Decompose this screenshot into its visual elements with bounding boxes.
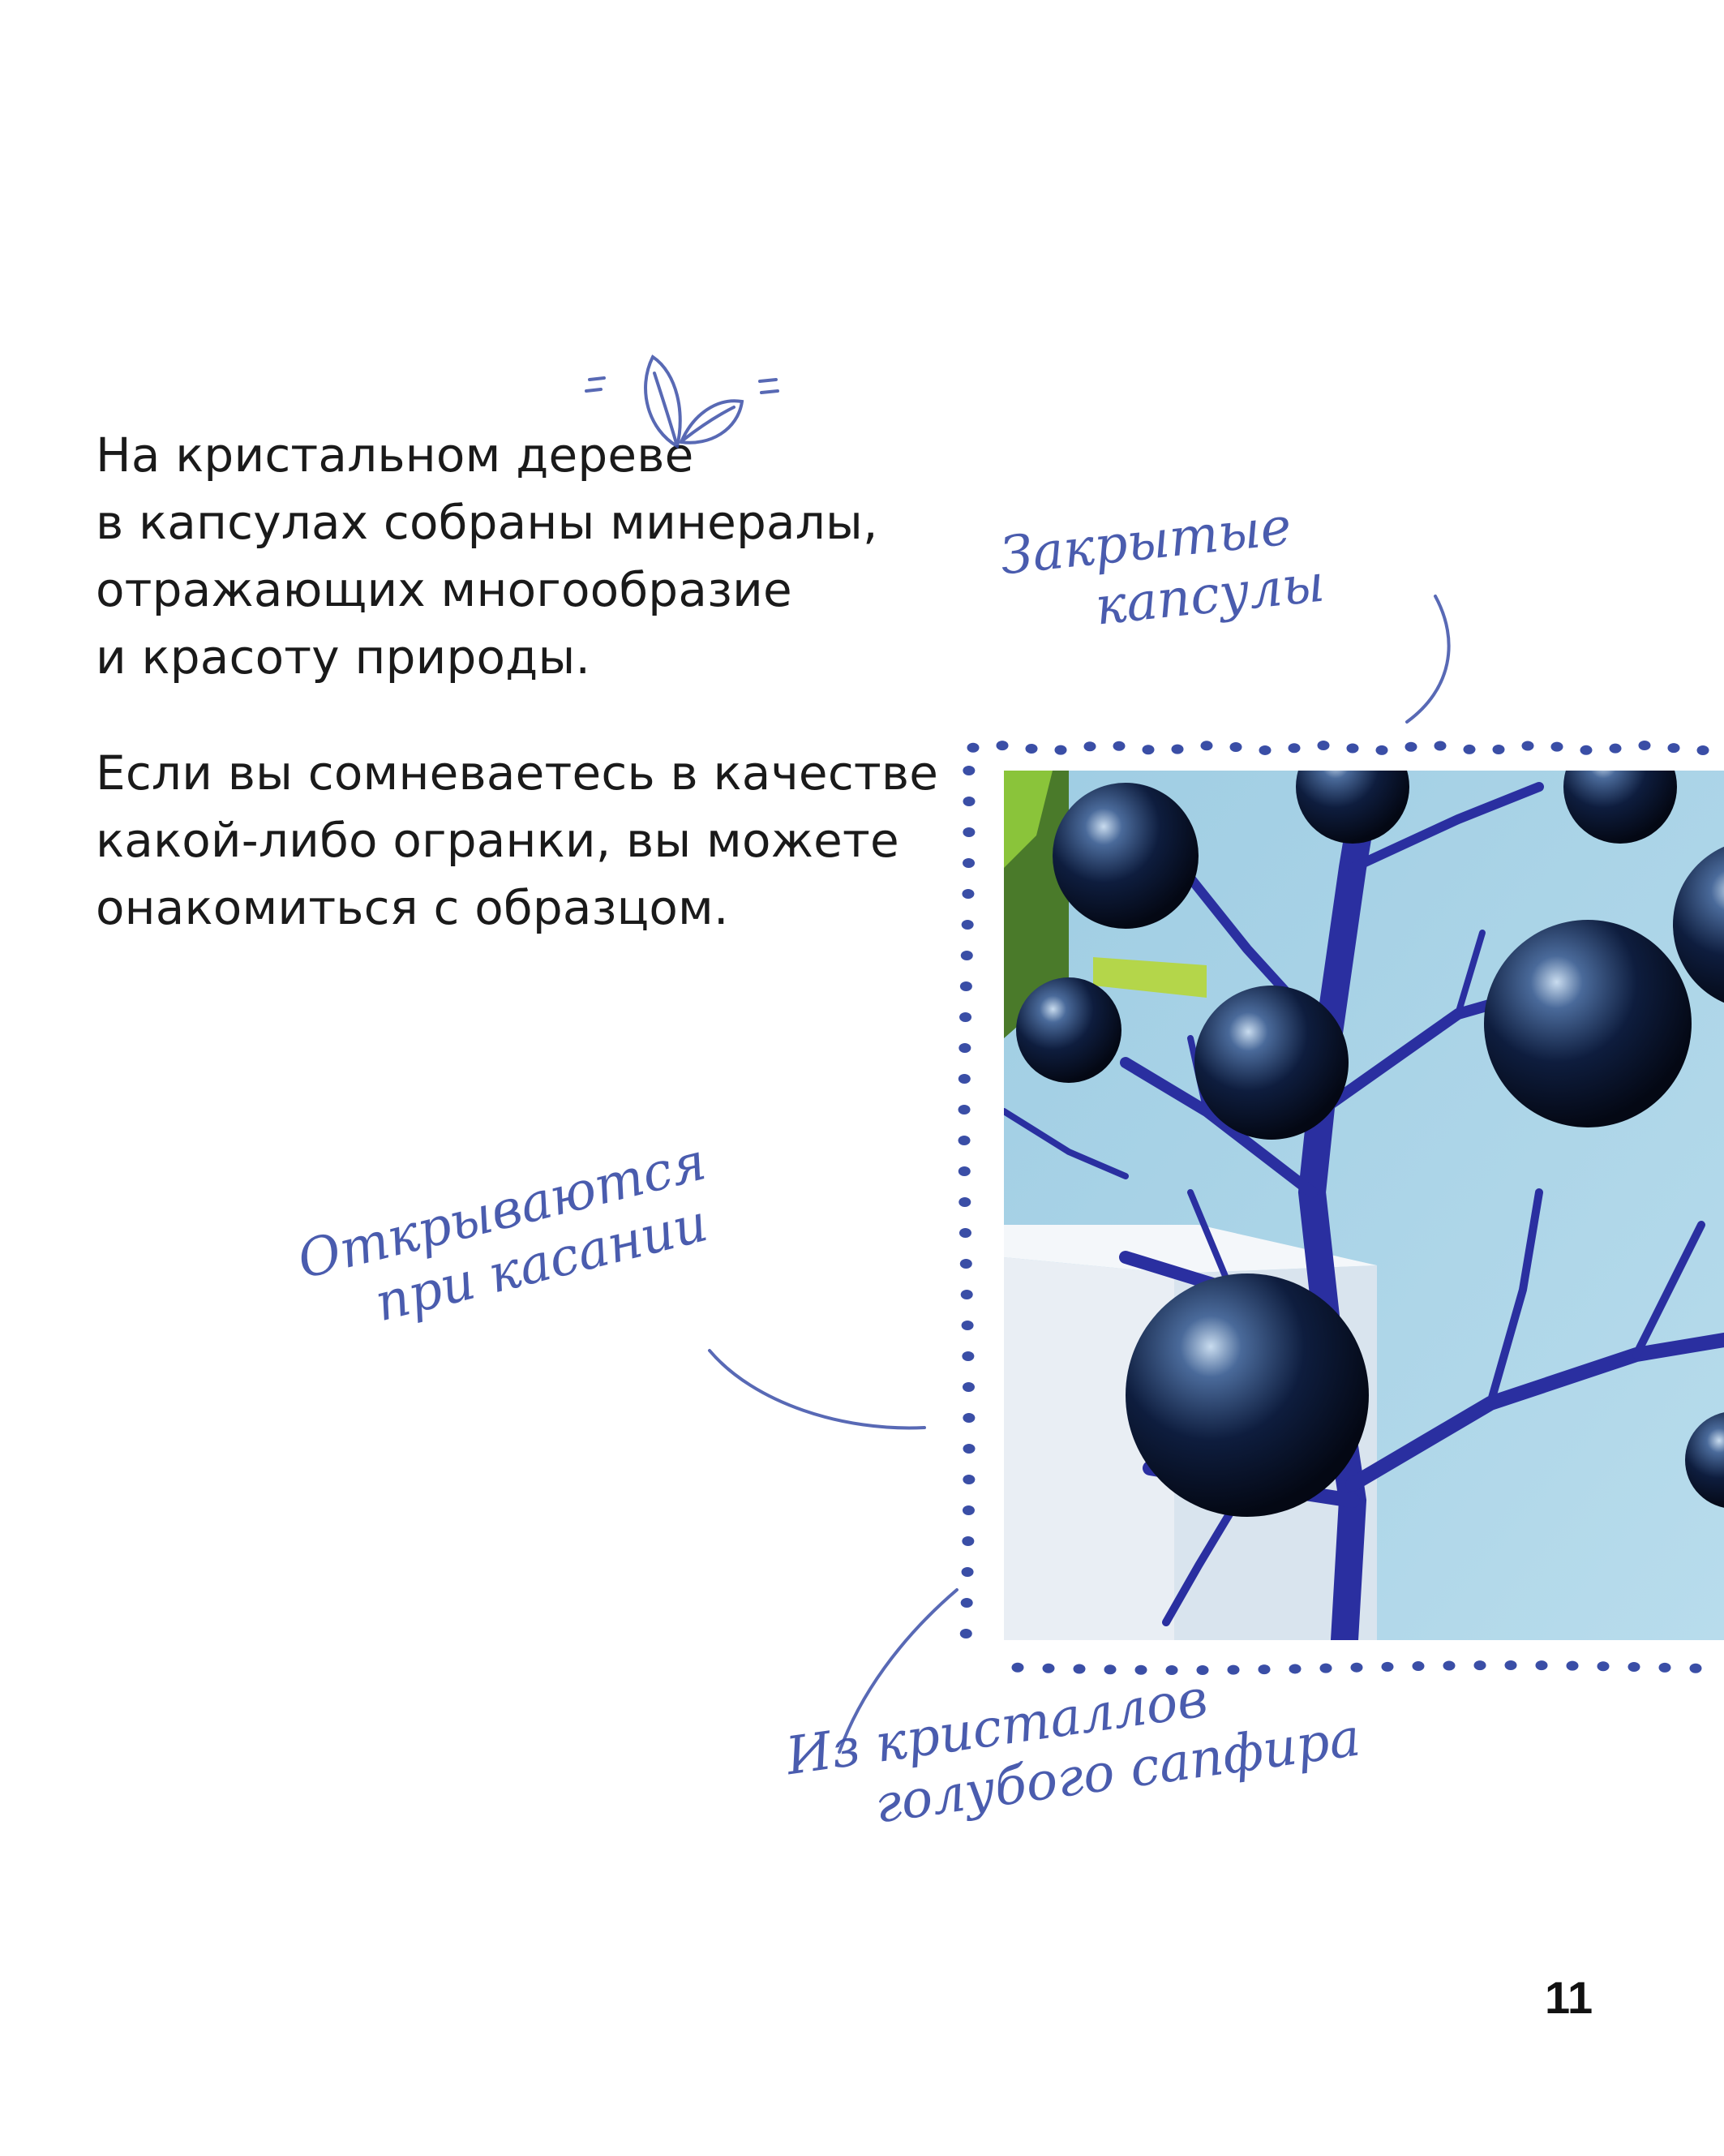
frame-dot	[963, 1413, 976, 1423]
frame-dot	[967, 742, 980, 753]
frame-dot	[1142, 745, 1155, 755]
frame-dot	[963, 1475, 976, 1484]
frame-dot	[963, 766, 976, 775]
frame-dot	[1113, 741, 1126, 751]
frame-dot	[996, 741, 1009, 751]
frame-dot	[958, 1105, 971, 1115]
frame-dot	[962, 1351, 975, 1361]
frame-dot	[1609, 743, 1622, 754]
frame-dot	[958, 1074, 971, 1084]
frame-dot	[1073, 1664, 1086, 1674]
frame-dot	[1104, 1664, 1117, 1675]
frame-dot	[1492, 745, 1505, 755]
frame-dot	[959, 1012, 972, 1022]
text-line: какой-либо огранки, вы можете	[96, 813, 899, 868]
frame-dot	[1011, 1662, 1024, 1673]
frame-dot	[1412, 1661, 1425, 1672]
frame-dot	[1025, 744, 1038, 754]
sample-paragraph: Если вы сомневаетесь в качестве какой-ли…	[96, 740, 938, 942]
frame-dot	[1171, 744, 1184, 754]
frame-dot	[1443, 1660, 1456, 1671]
text-line: На кристальном дереве	[96, 427, 694, 483]
frame-dot	[1200, 741, 1213, 751]
frame-dot	[1504, 1660, 1517, 1671]
frame-dot	[962, 889, 975, 899]
frame-dot	[1083, 741, 1096, 752]
text-line: Если вы сомневаетесь в качестве	[96, 745, 939, 801]
frame-dot	[962, 1536, 975, 1546]
frame-dot	[1165, 1664, 1178, 1675]
frame-dot	[960, 1598, 973, 1608]
frame-dot	[1638, 741, 1651, 751]
frame-dot	[1566, 1660, 1579, 1671]
frame-dot	[963, 1444, 976, 1454]
intro-paragraph: На кристальном дереве в капсулах собраны…	[96, 422, 878, 691]
frame-dot	[1042, 1663, 1055, 1673]
frame-dot	[958, 1228, 971, 1238]
frame-dot	[1550, 741, 1563, 752]
page-number: 11	[1545, 1972, 1593, 2023]
text-line: и красоту природы.	[96, 629, 591, 685]
frame-dot	[1258, 1664, 1271, 1675]
frame-dot	[1463, 744, 1476, 754]
frame-dot	[1227, 1664, 1240, 1675]
frame-dot	[959, 981, 972, 991]
frame-dot	[1289, 1664, 1302, 1674]
arrow-open-on-touch	[708, 1349, 926, 1430]
frame-dot	[963, 827, 976, 837]
frame-dot	[960, 951, 973, 960]
frame-dot	[1434, 741, 1447, 751]
frame-dot	[1696, 745, 1709, 755]
frame-dot	[962, 1505, 975, 1515]
frame-dot	[1346, 743, 1359, 754]
dotted-frame	[958, 741, 1709, 1675]
frame-dot	[958, 1136, 971, 1145]
frame-dot	[961, 920, 974, 930]
frame-dot	[959, 1259, 972, 1269]
frame-dot	[959, 1629, 972, 1638]
frame-dot	[1521, 741, 1534, 751]
frame-dot	[960, 1290, 973, 1299]
leaf-sprout-icon	[585, 354, 779, 449]
frame-dot	[1288, 743, 1301, 754]
frame-dot	[1317, 741, 1330, 751]
frame-dot	[1628, 1662, 1640, 1673]
frame-dot	[961, 1321, 974, 1330]
frame-dot	[1229, 742, 1242, 753]
frame-dot	[1658, 1662, 1671, 1673]
frame-dot	[958, 1043, 971, 1053]
frame-dot	[1381, 1661, 1394, 1672]
frame-dot	[1319, 1663, 1332, 1673]
frame-dot	[1405, 741, 1417, 752]
frame-dot	[1375, 745, 1388, 755]
frame-dot	[963, 858, 976, 868]
frame-dot	[961, 1567, 974, 1577]
frame-dot	[1473, 1660, 1486, 1671]
frame-dot	[1259, 745, 1272, 755]
text-line: онакомиться с образцом.	[96, 880, 729, 935]
text-line: в капсулах собраны минералы,	[96, 495, 878, 550]
frame-dot	[1580, 745, 1593, 755]
frame-dot	[958, 1197, 971, 1207]
arrow-material	[838, 1588, 958, 1754]
frame-dot	[1535, 1660, 1548, 1671]
text-line: отражающих многообразие	[96, 562, 792, 617]
crystal-tree-photo	[1004, 771, 1724, 1640]
frame-dot	[958, 1166, 971, 1176]
frame-dot	[963, 797, 976, 806]
frame-dot	[1597, 1661, 1610, 1672]
frame-dot	[1134, 1664, 1147, 1675]
frame-dot	[1689, 1663, 1702, 1673]
arrow-closed-capsules	[1405, 595, 1451, 724]
frame-dot	[1054, 745, 1067, 755]
frame-dot	[1196, 1664, 1209, 1675]
frame-dot	[1350, 1662, 1363, 1673]
frame-dot	[962, 1382, 975, 1392]
frame-dot	[1667, 743, 1680, 754]
